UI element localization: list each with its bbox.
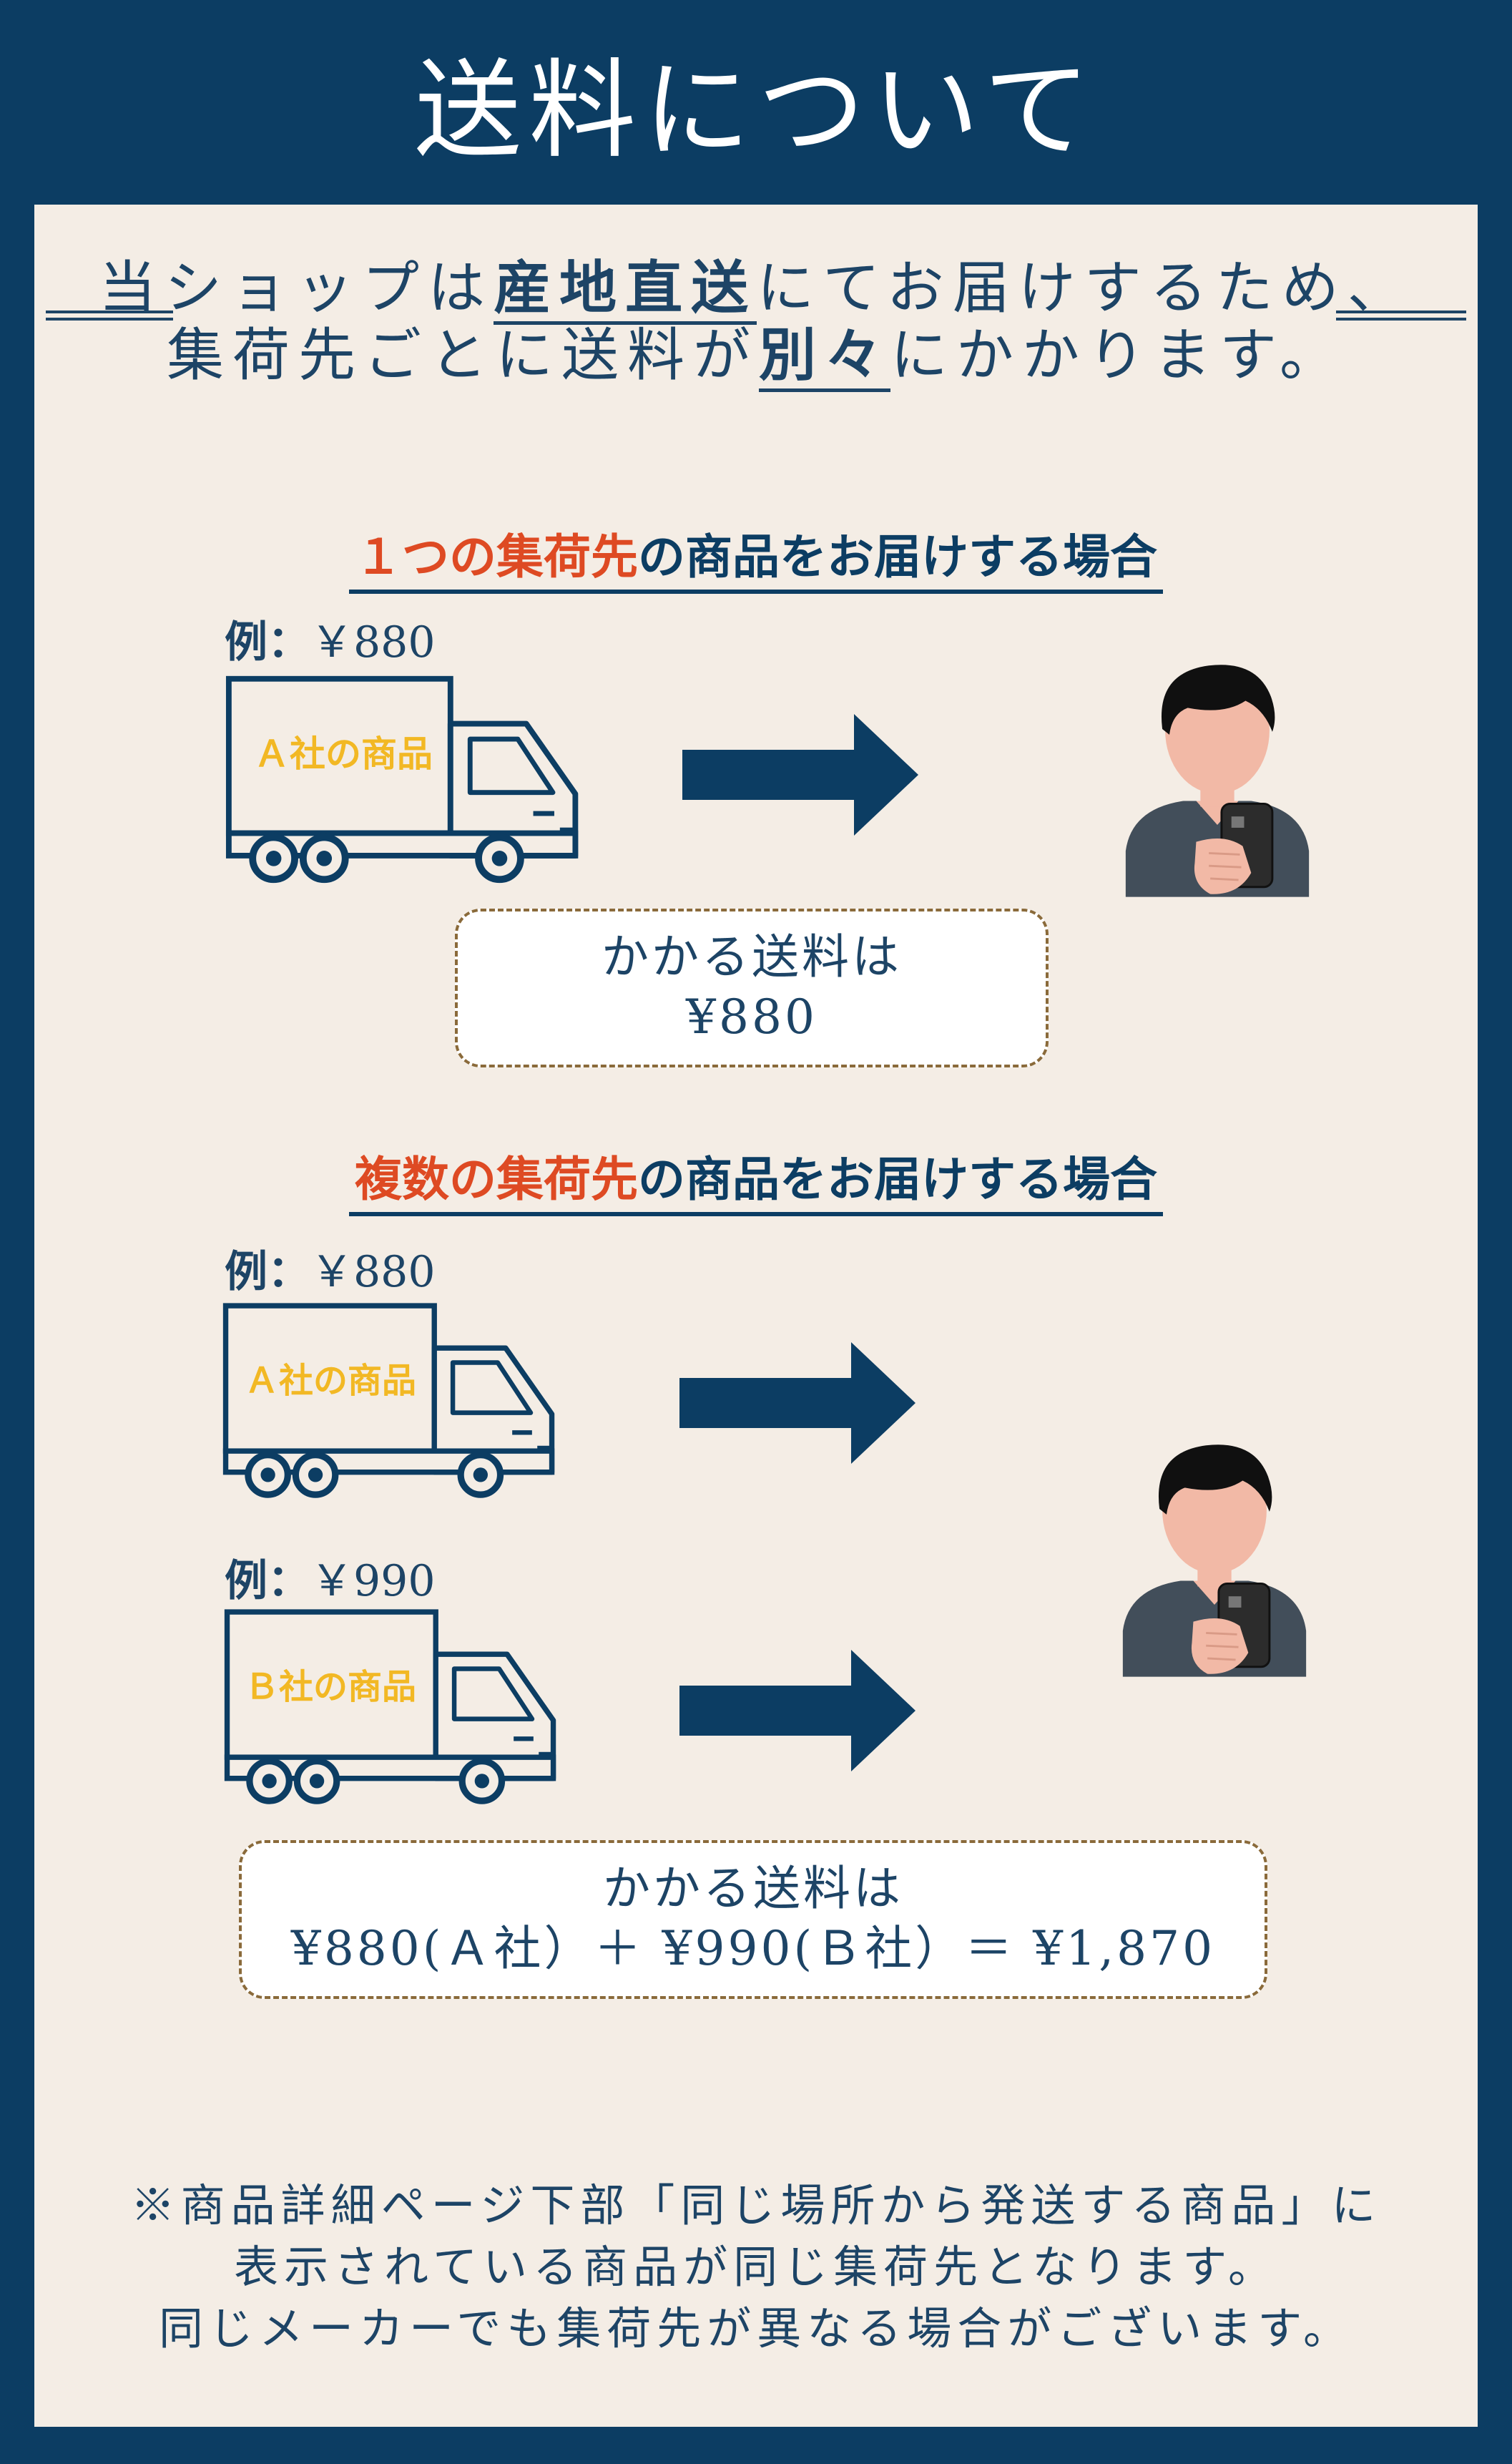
section1-heading-highlight: １つの集荷先 (355, 529, 638, 585)
section1-shipping-box: かかる送料は ¥880 (455, 909, 1049, 1067)
example-price: ￥880 (310, 617, 436, 668)
page-title: 送料について (414, 49, 1098, 173)
intro-text: にてお届けするため、 (757, 255, 1413, 321)
box-label: かかる送料は (603, 1861, 903, 1916)
example-price: ￥990 (310, 1556, 436, 1606)
truck-label: Ａ社の商品 (254, 733, 433, 775)
footnote-line: 表示されている商品が同じ集荷先となります。 (233, 2241, 1279, 2293)
section2-shipping-box: かかる送料は ¥880(Ａ社）＋ ¥990(Ｂ社）＝ ¥1,870 (239, 1840, 1267, 1999)
truck-icon (225, 673, 589, 887)
footnote: ※商品詳細ページ下部「同じ場所から発送する商品」に 表示されている商品が同じ集荷… (0, 2175, 1512, 2360)
customer-person-icon (1119, 655, 1316, 899)
footnote-line: ※商品詳細ページ下部「同じ場所から発送する商品」に (130, 2179, 1382, 2231)
example-prefix: 例： (225, 1556, 310, 1606)
section2-heading-underline: 複数の集荷先の商品をお届けする場合 (349, 1148, 1163, 1216)
section2-example-a: 例：￥880 (225, 1243, 436, 1301)
intro-text: 集荷先ごとに送料が (167, 322, 759, 388)
intro-line-2: 集荷先ごとに送料が別々にかかります。 (0, 319, 1512, 392)
section2-heading-text: の商品をお届けする場合 (638, 1152, 1157, 1207)
intro-line-1: 当ショップは産地直送にてお届けするため、 (0, 252, 1512, 325)
box-label: かかる送料は (602, 929, 902, 984)
section1-heading-text: の商品をお届けする場合 (638, 529, 1157, 585)
right-arrow-icon (679, 1650, 915, 1771)
intro-emphasis: 別々 (759, 321, 890, 392)
intro-emphasis: 産地直送 (494, 254, 757, 325)
truck-label: Ａ社の商品 (244, 1361, 416, 1401)
customer-person-icon (1116, 1435, 1313, 1678)
section2-heading-highlight: 複数の集荷先 (355, 1152, 638, 1207)
section1-example: 例：￥880 (225, 614, 436, 671)
intro-text: 当ショップは (99, 255, 494, 321)
intro-decor-left (46, 311, 173, 321)
example-prefix: 例： (225, 1247, 310, 1297)
example-price: ￥880 (310, 1247, 436, 1297)
truck-label: Ｂ社の商品 (244, 1667, 416, 1707)
section1-heading: １つの集荷先の商品をお届けする場合 (0, 525, 1512, 594)
section2-example-b: 例：￥990 (225, 1553, 436, 1610)
right-arrow-icon (682, 714, 918, 836)
section1-heading-underline: １つの集荷先の商品をお届けする場合 (349, 525, 1163, 594)
right-arrow-icon (679, 1342, 915, 1464)
section2-heading: 複数の集荷先の商品をお届けする場合 (0, 1148, 1512, 1216)
box-total: ¥880 (686, 989, 818, 1045)
footnote-line: 同じメーカーでも集荷先が異なる場合がございます。 (158, 2302, 1354, 2355)
intro-decor-right (1336, 311, 1466, 321)
example-prefix: 例： (225, 617, 310, 668)
box-total: ¥880(Ａ社）＋ ¥990(Ｂ社）＝ ¥1,870 (290, 1921, 1216, 1976)
intro-text: にかかります。 (890, 322, 1345, 388)
